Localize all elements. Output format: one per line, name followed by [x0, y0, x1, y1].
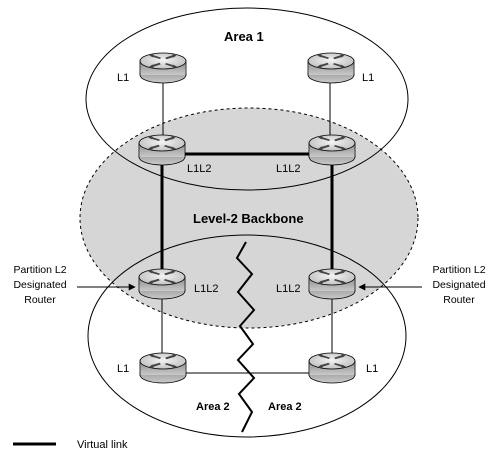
partition-left-line1: Partition L2 — [13, 264, 66, 276]
router-a2-left — [138, 268, 186, 300]
router-label-a2-right: L1L2 — [276, 283, 300, 295]
router-a1-right — [307, 52, 355, 84]
router-label-a1-left: L1 — [117, 72, 129, 84]
router-label-a2-left: L1L2 — [194, 283, 218, 295]
partition-left-line3: Router — [24, 294, 56, 306]
legend: Virtual link — [13, 439, 128, 451]
router-label-bb-left: L1L2 — [187, 163, 211, 175]
partition-break-line — [235, 241, 256, 433]
area2-label-left: Area 2 — [196, 401, 230, 413]
area2-boundary — [87, 234, 407, 438]
router-label-a1-right: L1 — [362, 72, 374, 84]
partition-callout-left: Partition L2 Designated Router — [13, 264, 136, 306]
router-label-bb-right: L1L2 — [276, 163, 300, 175]
router-a2-right — [308, 268, 356, 300]
router-label-a2-bottom-left: L1 — [117, 363, 129, 375]
router-bb-left — [138, 134, 186, 166]
area1-boundary — [85, 7, 409, 191]
router-bb-right — [308, 134, 356, 166]
partition-right-line3: Router — [443, 294, 475, 306]
router-a1-left — [139, 52, 187, 84]
partition-callout-right: Partition L2 Designated Router — [358, 264, 486, 306]
partition-right-line2: Designated — [432, 279, 485, 291]
area2-label-right: Area 2 — [268, 401, 302, 413]
router-a2-bottom-left — [139, 352, 187, 384]
router-label-a2-bottom-right: L1 — [366, 363, 378, 375]
router-a2-bottom-right — [308, 352, 356, 384]
legend-virtual-link-label: Virtual link — [77, 439, 128, 451]
backbone-label: Level-2 Backbone — [193, 211, 304, 226]
area1-label: Area 1 — [224, 29, 264, 44]
partition-right-line1: Partition L2 — [432, 264, 485, 276]
partition-left-line2: Designated — [13, 279, 66, 291]
